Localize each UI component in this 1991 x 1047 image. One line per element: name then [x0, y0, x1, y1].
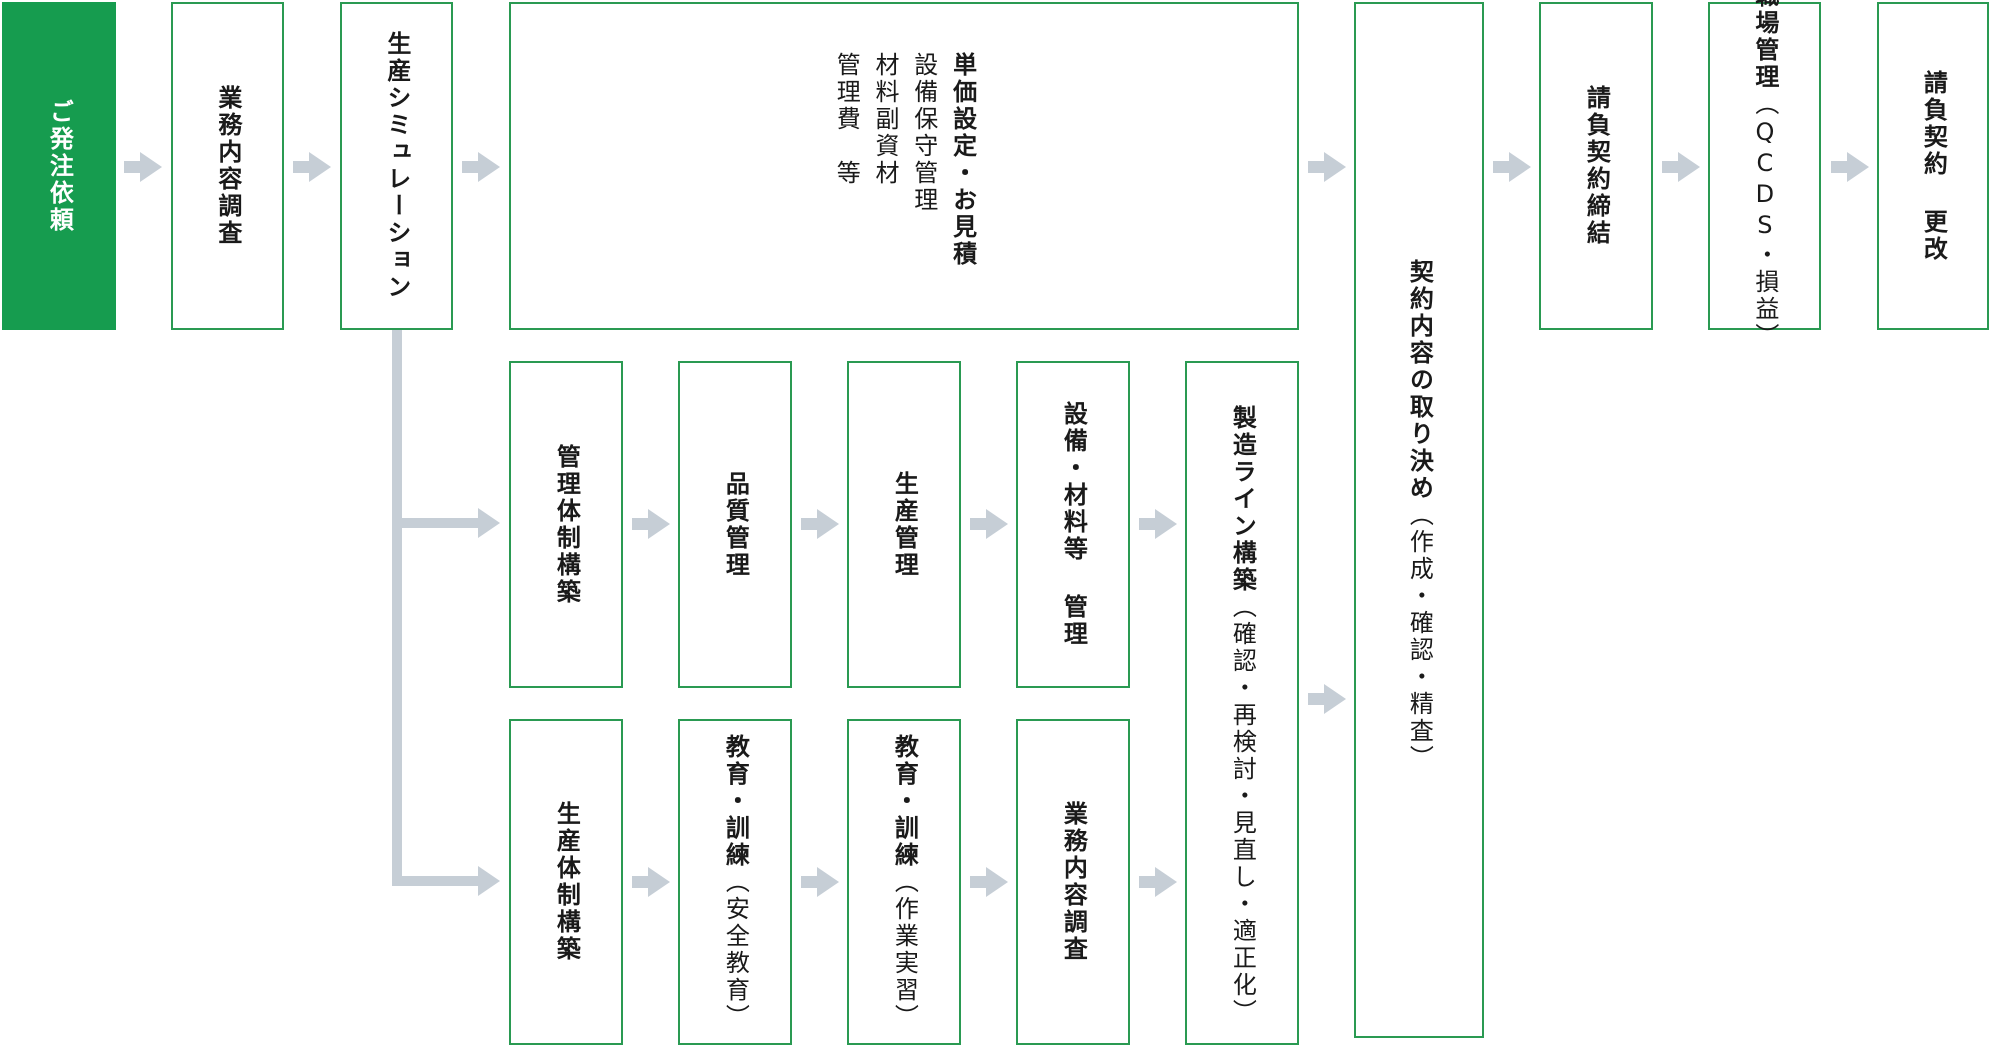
education-practice-title: 教育・訓練 [890, 733, 919, 869]
pricing-item-materials: 材料副資材 [871, 52, 899, 187]
arrow-workplace-to-renewal [1831, 152, 1869, 182]
business-survey-label: 業務内容調査 [213, 85, 242, 247]
branch-vertical-line [392, 330, 402, 886]
education-safety-label: 教育・訓練（安全教育） [721, 733, 750, 1031]
management-system-label: 管理体制構築 [552, 443, 581, 606]
arrow-practice-to-survey [970, 867, 1008, 897]
education-safety-title: 教育・訓練 [721, 733, 750, 869]
quality-management-box: 品質管理 [678, 361, 792, 688]
contract-renewal-box: 請負契約 更改 [1877, 2, 1989, 330]
arrow-order-to-survey [124, 152, 162, 182]
arrow-contract-to-signing [1493, 152, 1531, 182]
quality-management-label: 品質管理 [721, 470, 750, 579]
arrow-survey-to-line [1139, 867, 1177, 897]
arrow-production-system-to-education [632, 867, 670, 897]
branch-line-middle [392, 518, 482, 528]
pricing-estimate-title: 単価設定・お見積 [948, 52, 977, 268]
branch-arrow-bottom [478, 866, 500, 896]
line-construction-sub: （確認・再検討・見直し・適正化） [1228, 594, 1257, 1026]
education-practice-label: 教育・訓練（作業実習） [890, 733, 919, 1031]
line-construction-title: 製造ライン構築 [1228, 405, 1257, 594]
arrow-line-to-contract [1308, 684, 1346, 714]
workplace-management-box: 職場管理（QCDS・損益） [1708, 0, 1821, 350]
contract-terms-label: 契約内容の取り決め（作成・確認・精査） [1405, 259, 1434, 772]
contract-signing-box: 請負契約締結 [1539, 2, 1653, 330]
arrow-management-to-quality [632, 509, 670, 539]
equipment-materials-box: 設備・材料等 管理 [1016, 361, 1130, 688]
production-simulation-label: 生産シミュレーション [382, 31, 411, 301]
arrow-education-to-practice [801, 867, 839, 897]
production-system-box: 生産体制構築 [509, 719, 623, 1045]
workplace-management-sub: （QCDS・損益） [1750, 90, 1779, 350]
arrow-pricing-to-contract [1308, 152, 1346, 182]
production-management-label: 生産管理 [890, 470, 919, 579]
line-construction-box: 製造ライン構築（確認・再検討・見直し・適正化） [1185, 361, 1299, 1045]
business-survey-box: 業務内容調査 [171, 2, 284, 330]
branch-arrow-middle [478, 508, 500, 538]
management-system-box: 管理体制構築 [509, 361, 623, 688]
production-simulation-box: 生産シミュレーション [340, 2, 453, 330]
arrow-quality-to-production [801, 509, 839, 539]
pricing-item-admin-cost: 管理費 等 [832, 52, 861, 187]
order-request-box: ご発注依頼 [2, 2, 116, 330]
workplace-management-label: 職場管理（QCDS・損益） [1750, 0, 1779, 350]
pricing-item-equipment: 設備保守管理 [909, 52, 938, 214]
workplace-management-title: 職場管理 [1750, 0, 1779, 91]
arrow-simulation-to-pricing [462, 152, 500, 182]
education-safety-box: 教育・訓練（安全教育） [678, 719, 792, 1045]
business-survey2-label: 業務内容調査 [1059, 801, 1088, 963]
contract-renewal-label: 請負契約 更改 [1919, 69, 1948, 263]
contract-terms-sub: （作成・確認・精査） [1405, 502, 1434, 772]
education-practice-sub: （作業実習） [890, 868, 919, 1031]
production-management-box: 生産管理 [847, 361, 961, 688]
business-survey2-box: 業務内容調査 [1016, 719, 1130, 1045]
arrow-signing-to-workplace [1662, 152, 1700, 182]
pricing-estimate-box: 単価設定・お見積 設備保守管理 材料副資材 管理費 等 [509, 2, 1299, 330]
pricing-estimate-content: 単価設定・お見積 設備保守管理 材料副資材 管理費 等 [831, 52, 976, 268]
order-request-label: ご発注依頼 [45, 98, 74, 234]
branch-line-bottom [392, 876, 482, 886]
line-construction-label: 製造ライン構築（確認・再検討・見直し・適正化） [1228, 405, 1257, 1026]
arrow-equipment-to-line [1139, 509, 1177, 539]
production-system-label: 生産体制構築 [552, 801, 581, 963]
contract-terms-box: 契約内容の取り決め（作成・確認・精査） [1354, 2, 1484, 1038]
arrow-survey-to-simulation [293, 152, 331, 182]
equipment-materials-label: 設備・材料等 管理 [1059, 401, 1088, 648]
contract-terms-title: 契約内容の取り決め [1405, 259, 1434, 502]
education-practice-box: 教育・訓練（作業実習） [847, 719, 961, 1045]
contract-signing-label: 請負契約締結 [1582, 85, 1611, 247]
arrow-production-to-equipment [970, 509, 1008, 539]
education-safety-sub: （安全教育） [721, 868, 750, 1031]
